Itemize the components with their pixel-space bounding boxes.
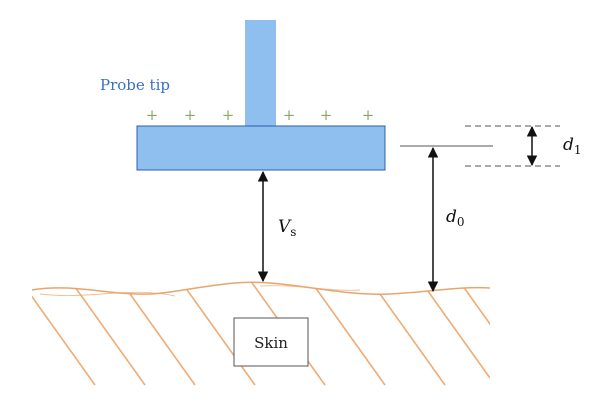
probe-tip-label: Probe tip [100, 76, 170, 94]
skin-label-box [233, 317, 309, 367]
probe-tip-plate [136, 125, 386, 171]
vs-label: Vs [278, 217, 296, 239]
charge-row: + + + + + + [146, 106, 375, 124]
charge-symbol: + [283, 106, 296, 124]
charge-symbol: + [320, 106, 333, 124]
skin-surface [31, 281, 491, 297]
d0-label: d0 [446, 207, 465, 229]
d1-label: d1 [563, 135, 582, 157]
charge-symbol: + [184, 106, 197, 124]
charge-symbol: + [362, 106, 375, 124]
charge-symbol: + [222, 106, 235, 124]
probe-stem [245, 20, 276, 127]
charge-symbol: + [146, 106, 159, 124]
skin-label: Skin [254, 334, 288, 352]
